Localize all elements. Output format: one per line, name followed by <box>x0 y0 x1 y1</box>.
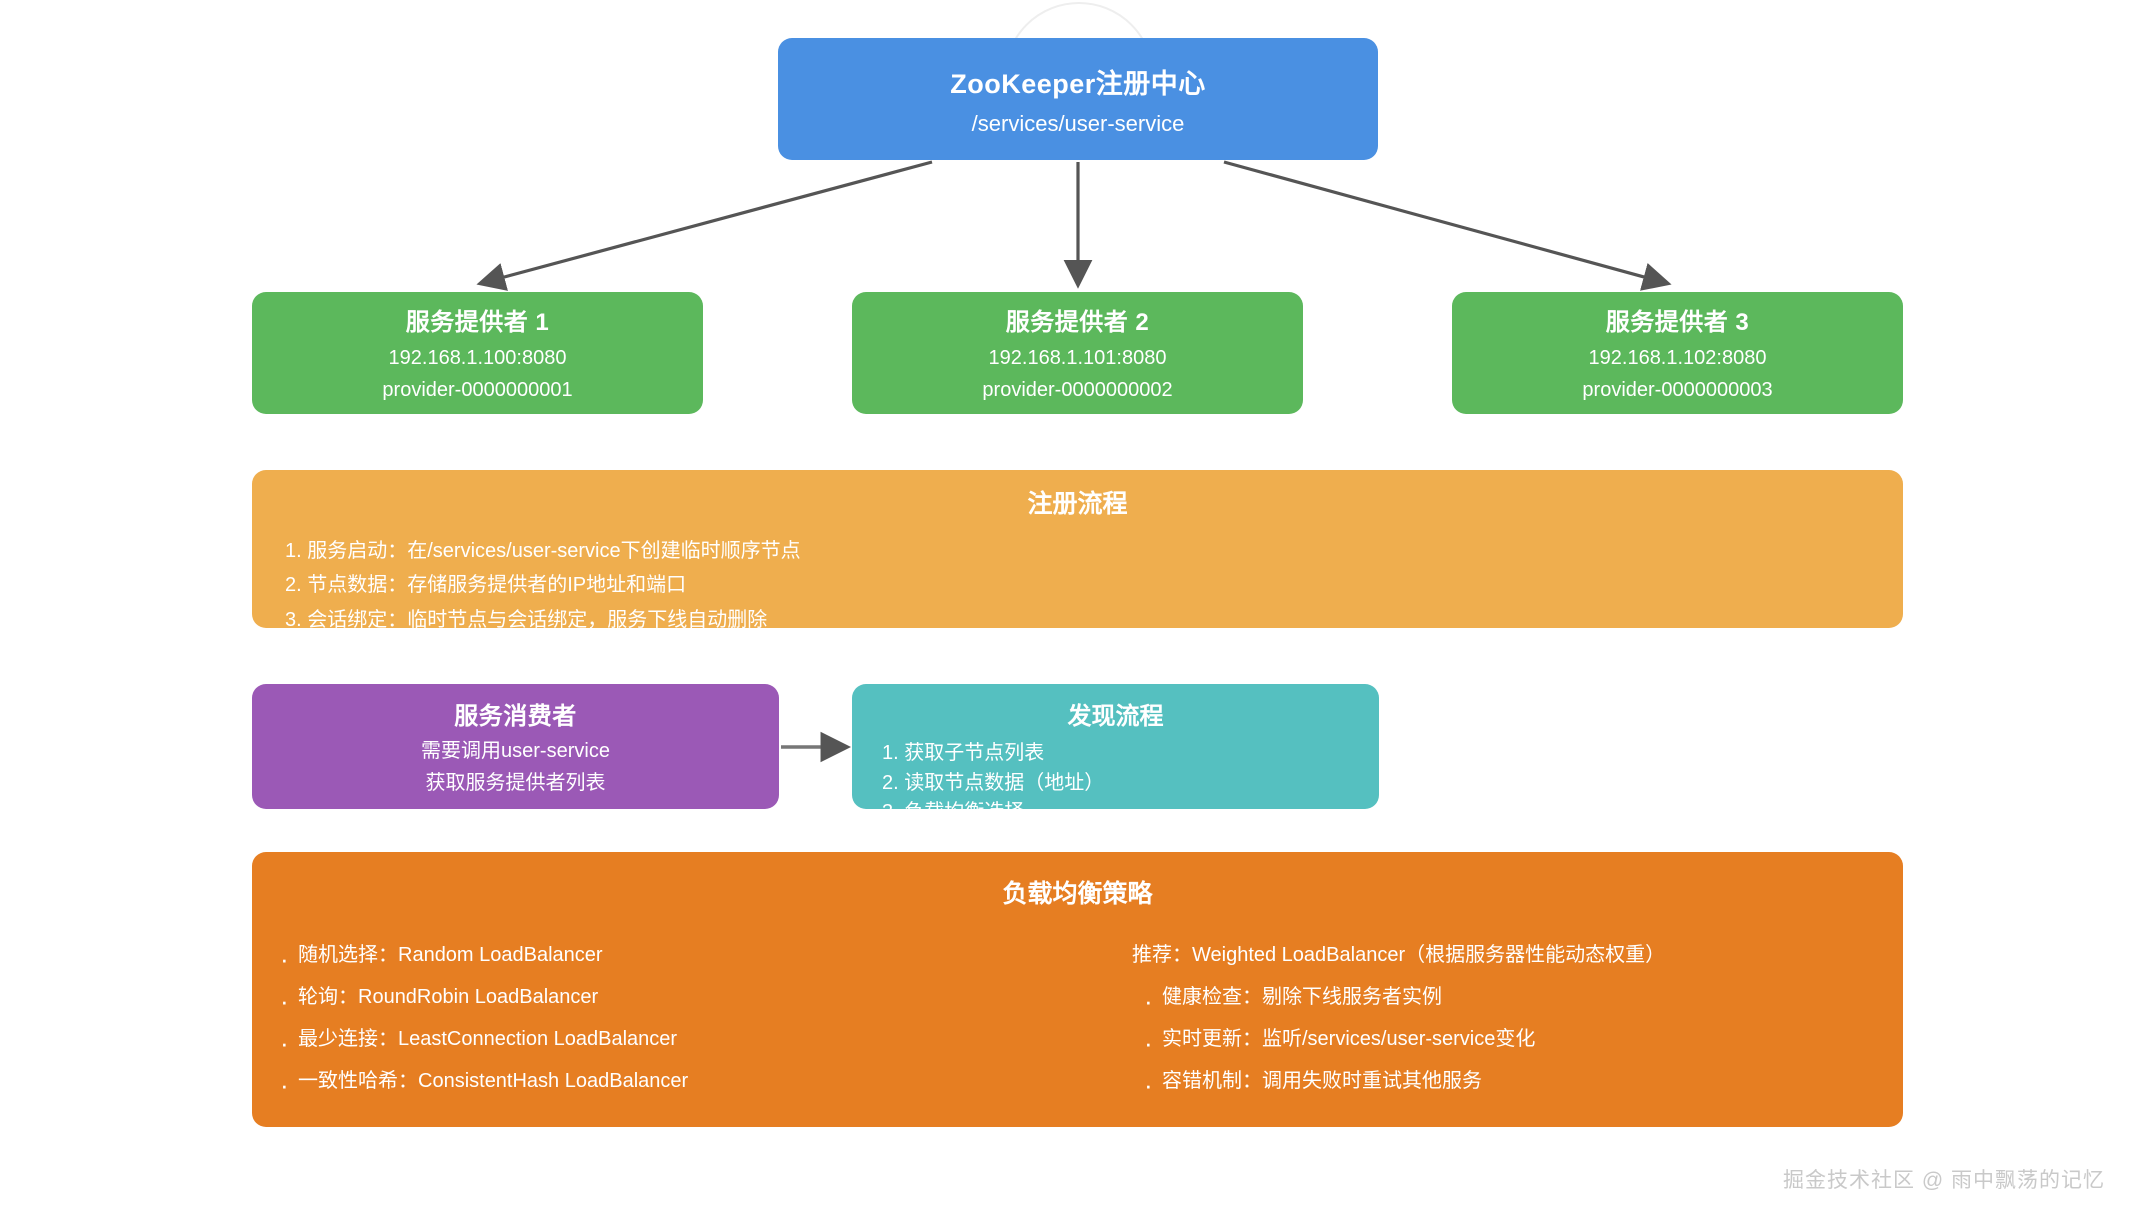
service-provider-address-2: 192.168.1.101:8080 <box>988 347 1167 369</box>
service-consumer-node[interactable]: 服务消费者 需要调用user-service 获取服务提供者列表 <box>252 684 779 809</box>
arrow-registry-to-provider-3 <box>1223 160 1672 291</box>
arrow-registry-to-provider-1 <box>476 160 933 291</box>
registration-flow-list: 1. 服务启动：在/services/user-service下创建临时顺序节点… <box>252 534 1903 628</box>
load-balance-title: 负载均衡策略 <box>1002 880 1153 908</box>
service-consumer-title: 服务消费者 <box>454 702 577 730</box>
service-provider-title-3: 服务提供者 3 <box>1605 309 1750 336</box>
zookeeper-registry-title: ZooKeeper注册中心 <box>950 68 1206 99</box>
load-balance-strategy-item: 一致性哈希：ConsistentHash LoadBalancer <box>268 1058 1132 1113</box>
watermark-text: 掘金技术社区 @ 雨中飘荡的记忆 <box>1783 1169 2105 1192</box>
load-balance-right-column: 推荐：Weighted LoadBalancer（根据服务器性能动态权重） 健康… <box>1132 934 1903 1113</box>
load-balance-recommendation-heading: 推荐：Weighted LoadBalancer（根据服务器性能动态权重） <box>1132 944 1666 966</box>
service-consumer-line-1: 需要调用user-service <box>421 739 610 762</box>
load-balance-strategy-item: 轮询：RoundRobin LoadBalancer <box>268 974 1132 1029</box>
load-balance-strategy-item: 最少连接：LeastConnection LoadBalancer <box>268 1016 1132 1071</box>
service-provider-title-1: 服务提供者 1 <box>405 309 550 336</box>
service-provider-address-1: 192.168.1.100:8080 <box>388 347 567 369</box>
discovery-flow-step: 2. 读取节点数据（地址） <box>882 771 1105 794</box>
discovery-flow-list: 1. 获取子节点列表 2. 读取节点数据（地址） 3. 负载均衡选择 <box>852 739 1379 809</box>
discovery-flow-panel: 发现流程 1. 获取子节点列表 2. 读取节点数据（地址） 3. 负载均衡选择 <box>852 684 1379 809</box>
load-balance-columns: 随机选择：Random LoadBalancer 轮询：RoundRobin L… <box>252 932 1903 1113</box>
load-balance-recommendation-item: 实时更新：监听/services/user-service变化 <box>1132 1016 1903 1071</box>
service-provider-address-3: 192.168.1.102:8080 <box>1588 347 1767 369</box>
discovery-flow-title: 发现流程 <box>1067 703 1164 730</box>
zookeeper-registry-path: /services/user-service <box>971 110 1185 136</box>
load-balance-strategy-item: 随机选择：Random LoadBalancer <box>268 932 1132 987</box>
load-balance-strategy-list: 随机选择：Random LoadBalancer 轮询：RoundRobin L… <box>268 932 1132 1113</box>
discovery-flow-step: 1. 获取子节点列表 <box>882 742 1045 764</box>
registration-flow-title: 注册流程 <box>1027 490 1128 518</box>
service-provider-nodeid-3: provider-0000000003 <box>1582 379 1773 401</box>
load-balance-recommendation-item: 健康检查：剔除下线服务者实例 <box>1132 974 1903 1029</box>
registration-flow-step: 3. 会话绑定：临时节点与会话绑定，服务下线自动删除 <box>285 608 768 628</box>
load-balance-panel: 负载均衡策略 随机选择：Random LoadBalancer 轮询：Round… <box>252 852 1903 1127</box>
service-provider-nodeid-2: provider-0000000002 <box>982 379 1173 401</box>
service-consumer-line-2: 获取服务提供者列表 <box>425 771 606 794</box>
registration-flow-panel: 注册流程 1. 服务启动：在/services/user-service下创建临… <box>252 470 1903 628</box>
service-provider-nodeid-1: provider-0000000001 <box>382 379 573 401</box>
service-provider-node-2[interactable]: 服务提供者 2 192.168.1.101:8080 provider-0000… <box>852 292 1303 414</box>
discovery-flow-step: 3. 负载均衡选择 <box>882 798 1379 809</box>
load-balance-recommendation-list: 推荐：Weighted LoadBalancer（根据服务器性能动态权重） 健康… <box>1132 934 1903 1113</box>
registration-flow-step: 1. 服务启动：在/services/user-service下创建临时顺序节点 <box>285 540 801 562</box>
zookeeper-registry-node[interactable]: ZooKeeper注册中心 /services/user-service <box>778 38 1378 160</box>
service-provider-node-1[interactable]: 服务提供者 1 192.168.1.100:8080 provider-0000… <box>252 292 703 414</box>
service-provider-node-3[interactable]: 服务提供者 3 192.168.1.102:8080 provider-0000… <box>1452 292 1903 414</box>
registration-flow-step: 2. 节点数据：存储服务提供者的IP地址和端口 <box>285 574 687 597</box>
load-balance-recommendation-item: 容错机制：调用失败时重试其他服务 <box>1132 1058 1903 1113</box>
load-balance-left-column: 随机选择：Random LoadBalancer 轮询：RoundRobin L… <box>252 932 1132 1113</box>
service-provider-title-2: 服务提供者 2 <box>1005 309 1150 336</box>
